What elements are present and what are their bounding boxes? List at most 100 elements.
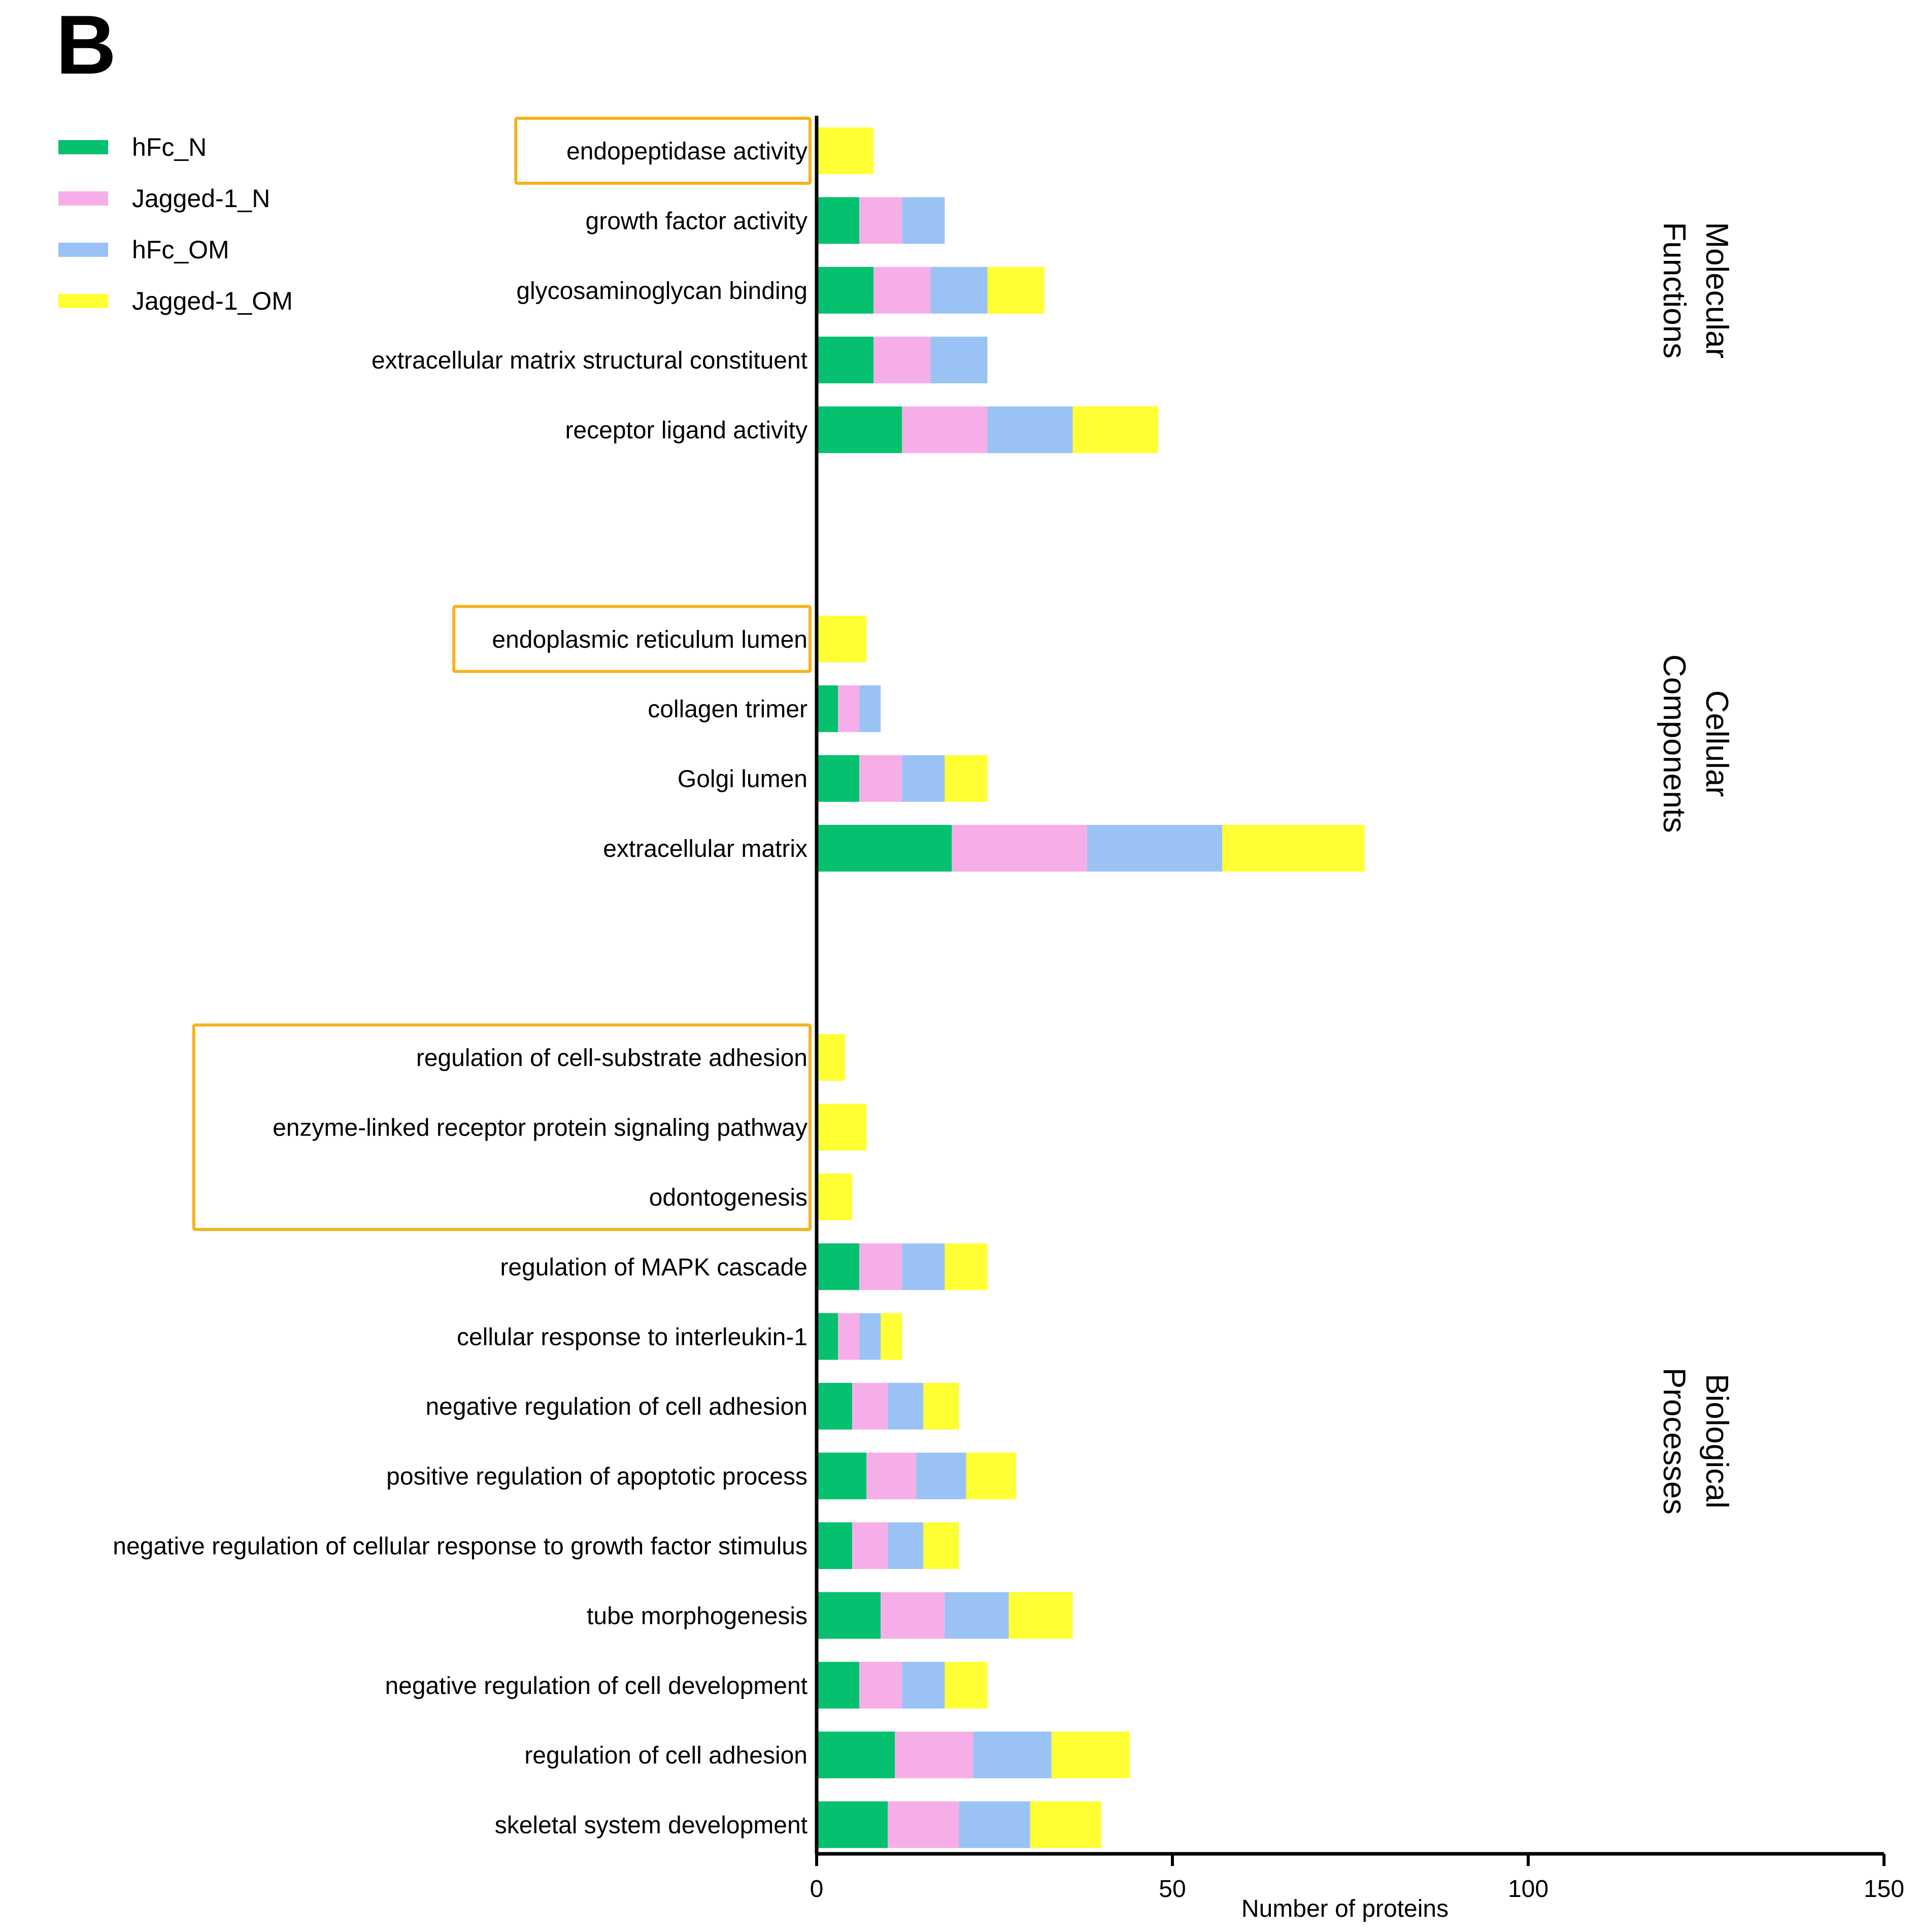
category-label: extracellular matrix structural constitu…	[372, 347, 807, 374]
bar-segment	[1072, 406, 1158, 453]
bar-segment	[817, 685, 838, 732]
bar-segment	[1030, 1801, 1101, 1848]
bar-segment	[902, 1661, 945, 1709]
bar-segment	[945, 1661, 988, 1709]
bar-segment	[930, 337, 988, 384]
bar-segment	[945, 755, 988, 802]
bar-segment	[817, 1592, 881, 1639]
category-label: regulation of cell adhesion	[524, 1742, 807, 1769]
category-label: glycosaminoglycan binding	[516, 278, 807, 305]
bar-segment	[817, 127, 874, 174]
bar-segment	[817, 1452, 867, 1500]
bar-segment	[881, 1592, 945, 1639]
category-label: extracellular matrix	[603, 836, 807, 862]
bar-segment	[859, 685, 881, 732]
bar-segment	[817, 1661, 860, 1709]
bar-segment	[859, 755, 902, 802]
x-tick-label: 100	[1508, 1876, 1549, 1903]
bar-segment	[873, 337, 931, 384]
group-label: CellularComponents	[1657, 654, 1734, 833]
panel-label: B	[56, 0, 116, 91]
bar-segment	[817, 1313, 838, 1360]
bar-segment	[817, 267, 874, 314]
category-label: Golgi lumen	[678, 766, 807, 793]
category-label: odontogenesis	[649, 1184, 807, 1211]
category-label: enzyme-linked receptor protein signaling…	[273, 1115, 807, 1142]
category-label: negative regulation of cell adhesion	[425, 1393, 807, 1420]
group-labels: MolecularFunctionsCellularComponentsBiol…	[1657, 222, 1734, 1514]
bar-segment	[852, 1383, 888, 1430]
category-label: endopeptidase activity	[566, 138, 807, 165]
legend-label: Jagged-1_OM	[132, 287, 293, 315]
bar-segment	[881, 1313, 902, 1360]
x-tick-label: 50	[1159, 1876, 1186, 1903]
bar-segment	[945, 1592, 1009, 1639]
category-label: positive regulation of apoptotic process	[386, 1463, 807, 1490]
bar-segment	[817, 197, 860, 244]
bar-segment	[930, 267, 988, 314]
bar-segment	[838, 1313, 860, 1360]
bar-segment	[973, 1731, 1052, 1779]
group-label: BiologicalProcesses	[1657, 1368, 1734, 1514]
bar-segment	[817, 825, 952, 872]
category-label: collagen trimer	[648, 696, 807, 723]
bar-segment	[1222, 825, 1365, 872]
bar-segment	[923, 1522, 959, 1569]
bar-segment	[817, 337, 874, 384]
group-label: MolecularFunctions	[1657, 222, 1734, 358]
legend-swatch	[58, 243, 108, 257]
bar-segment	[817, 1522, 853, 1569]
bar-segment	[817, 1731, 895, 1779]
category-label: negative regulation of cell development	[385, 1673, 807, 1700]
bar-segment	[817, 406, 902, 453]
bar-segment	[945, 1243, 988, 1290]
bar-segment	[859, 197, 902, 244]
bar-segment	[966, 1452, 1016, 1500]
bar-segment	[817, 1104, 867, 1151]
category-label: growth factor activity	[586, 208, 807, 235]
bar-segment	[817, 1801, 888, 1848]
bar-segment	[852, 1522, 888, 1569]
category-label: endoplasmic reticulum lumen	[492, 626, 807, 653]
highlight-box	[452, 605, 812, 673]
bar-segment	[859, 1243, 902, 1290]
bar-segment	[916, 1452, 966, 1500]
category-label: regulation of MAPK cascade	[500, 1254, 807, 1281]
category-label: tube morphogenesis	[587, 1603, 807, 1629]
highlight-box	[514, 117, 812, 185]
bar-segment	[987, 406, 1073, 453]
bar-segment	[895, 1731, 973, 1779]
bar-segment	[888, 1801, 959, 1848]
legend-swatch	[58, 191, 108, 206]
bar-segment	[817, 1383, 853, 1430]
bar-segment	[923, 1383, 959, 1430]
legend-swatch	[58, 294, 108, 308]
bar-segment	[902, 406, 988, 453]
category-label: regulation of cell-substrate adhesion	[416, 1045, 807, 1072]
highlight-boxes	[192, 117, 812, 1231]
bar-segment	[902, 755, 945, 802]
category-label: receptor ligand activity	[565, 417, 807, 444]
category-label: cellular response to interleukin-1	[457, 1324, 807, 1351]
bar-segment	[838, 685, 860, 732]
bar-segment	[987, 267, 1045, 314]
legend-label: hFc_N	[132, 133, 207, 161]
bar-segment	[817, 1174, 853, 1220]
category-labels: endopeptidase activity growth factor acti…	[113, 138, 807, 1839]
bar-segment	[1008, 1592, 1073, 1639]
highlight-box	[192, 1023, 812, 1231]
bar-segment	[1051, 1731, 1130, 1779]
bar-segment	[817, 615, 867, 662]
bar-segment	[959, 1801, 1030, 1848]
bar-segment	[817, 755, 860, 802]
legend-label: Jagged-1_N	[132, 184, 270, 213]
legend-swatch	[58, 140, 108, 154]
bar-segment	[902, 1243, 945, 1290]
category-label: negative regulation of cellular response…	[113, 1533, 807, 1560]
bar-segment	[888, 1383, 924, 1430]
x-axis-title: Number of proteins	[1241, 1895, 1449, 1922]
x-tick-label: 150	[1864, 1876, 1904, 1903]
bar-segment	[873, 267, 931, 314]
